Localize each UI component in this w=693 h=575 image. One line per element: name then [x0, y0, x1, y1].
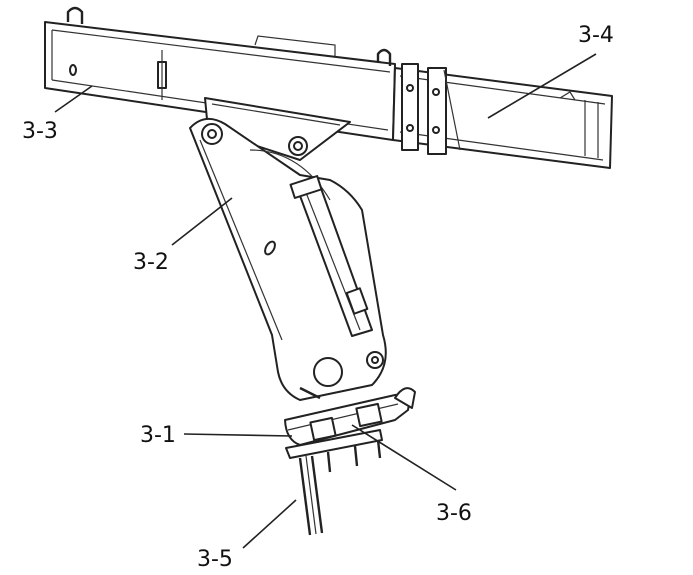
- slewing-base: [284, 386, 416, 446]
- callout-3-5: 3-5: [197, 547, 233, 572]
- leader-3-3: [54, 85, 93, 113]
- leader-3-1: [183, 433, 293, 437]
- leader-3-6: [351, 424, 457, 491]
- leader-lines: [54, 53, 597, 549]
- mounting-legs-3-5: [285, 429, 383, 536]
- callout-3-4: 3-4: [578, 23, 614, 48]
- leader-3-4: [487, 53, 597, 119]
- callout-3-2: 3-2: [133, 250, 169, 275]
- callout-3-3: 3-3: [22, 119, 58, 144]
- callout-3-1: 3-1: [140, 423, 176, 448]
- telescopic-boom-3-4: [392, 63, 613, 169]
- leader-3-5: [242, 499, 297, 549]
- callout-3-6: 3-6: [436, 501, 472, 526]
- leader-3-2: [171, 197, 233, 246]
- hydraulic-cylinder: [289, 175, 373, 337]
- upper-boom-3-3: [44, 6, 396, 141]
- main-arm-3-2: [189, 117, 387, 401]
